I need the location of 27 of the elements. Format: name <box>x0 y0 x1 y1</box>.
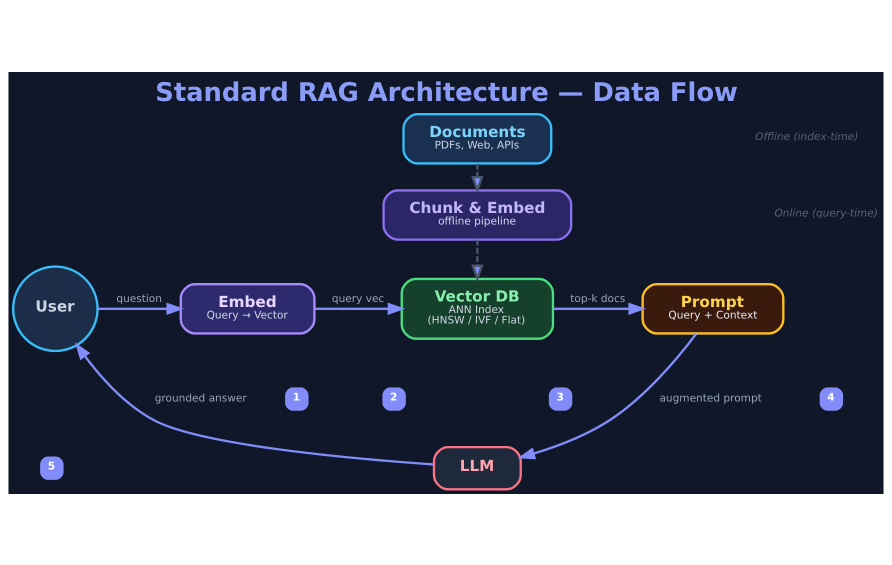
label: Online (query-time) <box>774 206 878 219</box>
node-box: LLM <box>432 445 522 490</box>
arrow <box>518 332 698 459</box>
arrow <box>553 302 646 314</box>
edge-label: grounded answer <box>154 392 247 404</box>
arrow <box>98 302 184 314</box>
label: 4 <box>827 390 835 403</box>
arrow <box>75 342 434 466</box>
arrow <box>314 302 406 314</box>
node-box: Documents PDFs, Web, APIs <box>402 112 552 164</box>
edge-label: question <box>116 292 162 304</box>
edge-label: query vec <box>332 292 384 304</box>
label: Offline (index-time) <box>755 130 858 143</box>
node-circle: User <box>12 264 99 352</box>
edge-label: augmented prompt <box>659 392 762 404</box>
node-box: Prompt Query + Context <box>641 282 784 334</box>
arrow <box>471 239 484 282</box>
label: 5 <box>48 460 56 472</box>
diagram-title: Standard RAG Architecture — Data Flow <box>155 77 738 108</box>
node-box: Vector DB ANN Index (HNSW / IVF / Flat) <box>400 277 554 340</box>
edge-label: top-k docs <box>570 292 626 304</box>
arrow <box>471 163 484 194</box>
node-box: Embed Query → Vector <box>180 282 316 334</box>
label: 2 <box>390 390 398 403</box>
node-box: Chunk & Embed offline pipeline <box>382 188 572 240</box>
label: 1 <box>292 390 300 403</box>
label: 3 <box>556 390 564 403</box>
